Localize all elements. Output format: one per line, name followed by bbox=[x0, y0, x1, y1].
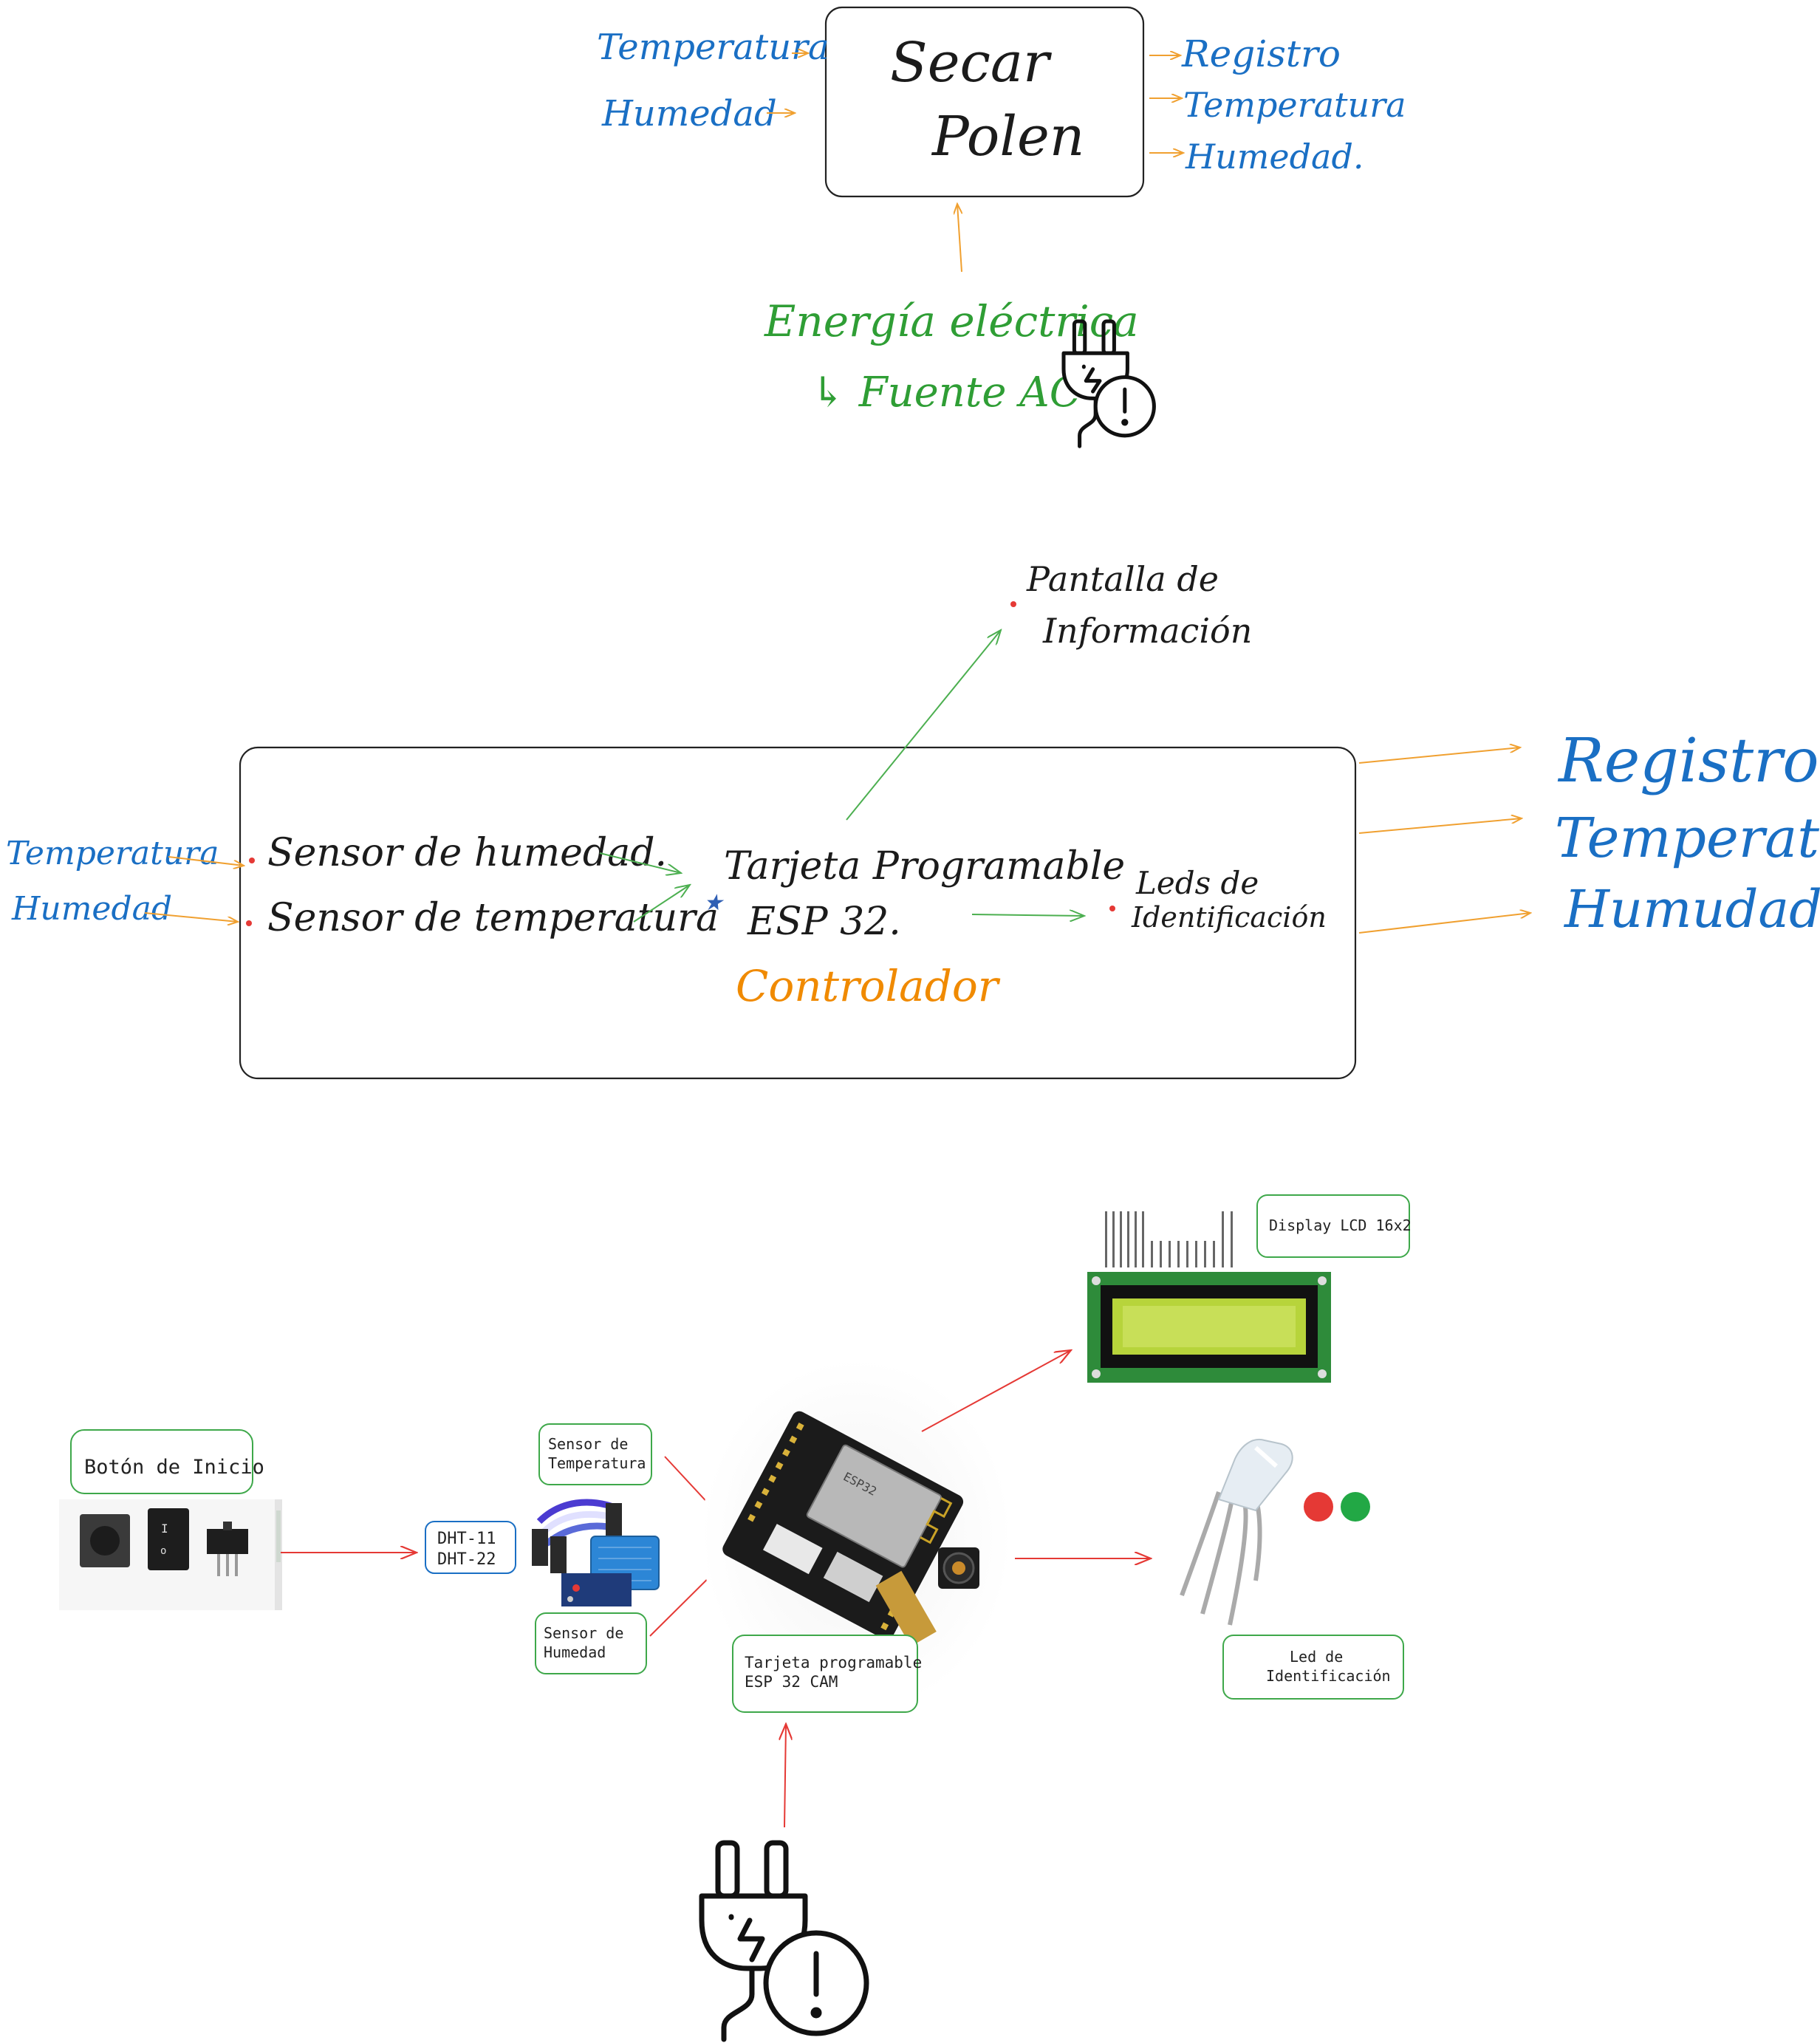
hum-sensor-label-box bbox=[535, 1612, 647, 1674]
display-label-line2: Información bbox=[1042, 611, 1252, 651]
block-output-temperatura: Temperatura bbox=[1555, 807, 1820, 870]
board-label-line1: Tarjeta Programable bbox=[724, 844, 1125, 889]
context-input-temperatura: Temperatura bbox=[597, 27, 829, 68]
energy-source: ↳ Fuente AC bbox=[811, 369, 1081, 417]
bullet-temperatura bbox=[246, 920, 252, 926]
start-button-label: Botón de Inicio bbox=[84, 1456, 264, 1479]
lcd-display-image bbox=[1087, 1211, 1331, 1383]
push-buttons-image: I o bbox=[59, 1499, 282, 1610]
start-button-label-box bbox=[70, 1429, 253, 1494]
board-marker: ★ bbox=[703, 890, 725, 916]
leds-label-line2: Identificación bbox=[1131, 901, 1327, 934]
arrow-board-to-leds bbox=[971, 914, 1084, 916]
bullet-leds bbox=[1109, 906, 1115, 911]
svg-text:I: I bbox=[161, 1522, 168, 1536]
hum-sensor-label-line1: Sensor de bbox=[544, 1624, 623, 1642]
arrow-sensor-temp-to-board bbox=[633, 885, 690, 923]
esp32-label-box bbox=[732, 1635, 918, 1713]
context-input-humedad: Humedad bbox=[601, 93, 777, 134]
temp-sensor-label-line2: Temperatura bbox=[548, 1454, 646, 1472]
green-led-dot bbox=[1341, 1492, 1370, 1522]
block-input-temperatura: Temperatura bbox=[6, 835, 219, 872]
arrow-block-output-humedad bbox=[1358, 913, 1530, 934]
dht-label-line1: DHT-11 bbox=[437, 1530, 496, 1548]
red-led-dot bbox=[1304, 1492, 1333, 1522]
plug-alert-icon-large bbox=[699, 1840, 869, 2042]
dht-sensor-image bbox=[532, 1499, 660, 1606]
secar-title: Secar bbox=[890, 31, 1053, 95]
context-output-registro: Registro bbox=[1181, 32, 1341, 75]
polen-title: Polen bbox=[931, 105, 1084, 168]
context-diagram: Secar Polen Temperatura Humedad Registro… bbox=[597, 6, 1406, 448]
arrow-block-output-registro bbox=[1358, 747, 1520, 764]
arrow-board-to-display bbox=[846, 630, 1001, 821]
context-output-temperatura: Temperatura bbox=[1183, 85, 1406, 125]
plug-alert-icon bbox=[1061, 319, 1156, 448]
controller-label: Controlador bbox=[736, 961, 1001, 1011]
temp-sensor-label-line1: Sensor de bbox=[548, 1435, 628, 1453]
arrow-energy bbox=[957, 204, 962, 273]
esp32-camera-flex bbox=[875, 1570, 937, 1646]
dht-label-box bbox=[425, 1521, 516, 1574]
led-label-line1: Led de bbox=[1290, 1648, 1343, 1666]
leds-label-line1: Leds de bbox=[1135, 865, 1259, 901]
board-label-line2: ESP 32. bbox=[747, 900, 901, 944]
block-input-humedad: Humedad bbox=[11, 890, 172, 928]
esp32-cam-image: ESP32 bbox=[702, 1359, 1012, 1714]
esp32-label-line1: Tarjeta programable bbox=[745, 1654, 922, 1671]
bullet-humedad bbox=[249, 858, 255, 863]
hum-sensor-label-line2: Humedad bbox=[544, 1643, 606, 1661]
temp-sensor-label-box bbox=[538, 1423, 652, 1485]
led-label-box bbox=[1222, 1635, 1404, 1700]
block-diagram: Temperatura Humedad Sensor de humedad. S… bbox=[6, 559, 1820, 1080]
bullet-display bbox=[1010, 601, 1016, 607]
arrow-sensor-hum-to-board bbox=[599, 852, 681, 873]
display-label-line1: Pantalla de bbox=[1026, 559, 1219, 599]
hardware-diagram: Botón de Inicio I o DHT-11 DHT-22 Sensor… bbox=[59, 1194, 1412, 2042]
dht-label-line2: DHT-22 bbox=[437, 1550, 496, 1569]
led-label-line2: Identificación bbox=[1266, 1667, 1391, 1685]
block-output-registro: Registro bbox=[1557, 726, 1819, 796]
rocker-switch bbox=[148, 1508, 189, 1570]
system-boundary-box bbox=[239, 746, 1357, 1080]
lcd-label: Display LCD 16x2 bbox=[1269, 1216, 1412, 1234]
lcd-pin-labels bbox=[1105, 1211, 1233, 1267]
rgb-led-image bbox=[1180, 1438, 1370, 1626]
arrow-esp32-to-lcd bbox=[921, 1350, 1071, 1432]
esp32-label-line2: ESP 32 CAM bbox=[745, 1673, 838, 1691]
arrow-power-to-esp32 bbox=[784, 1724, 786, 1828]
context-output-humedad: Humedad. bbox=[1185, 137, 1364, 177]
arrow-block-input-humedad bbox=[144, 912, 238, 922]
slide-switch bbox=[207, 1529, 248, 1554]
lcd-label-box bbox=[1256, 1194, 1410, 1258]
sensor-humedad-label: Sensor de humedad. bbox=[267, 831, 667, 875]
arrow-block-input-temperatura bbox=[168, 856, 244, 866]
block-output-humedad: Humudad. bbox=[1563, 879, 1820, 940]
svg-text:o: o bbox=[160, 1545, 166, 1557]
sensor-temperatura-label: Sensor de temperatura bbox=[267, 896, 719, 940]
arrow-block-output-temperatura bbox=[1358, 818, 1522, 834]
secar-polen-box bbox=[824, 6, 1145, 198]
